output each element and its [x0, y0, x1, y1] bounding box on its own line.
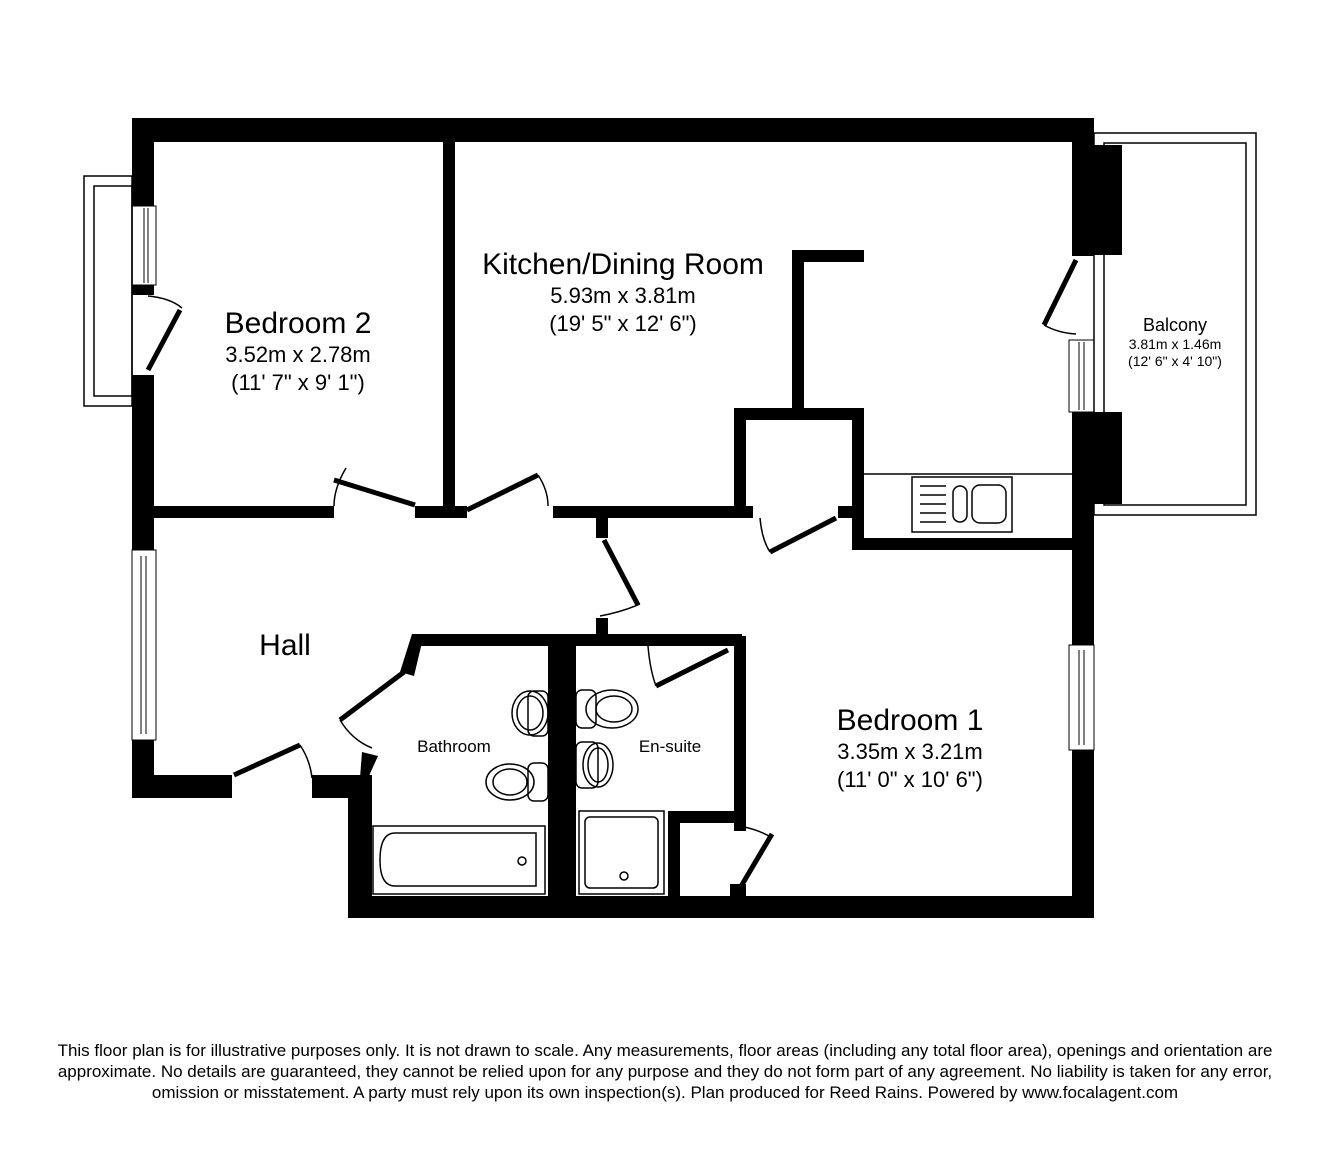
room-dimensions-imperial: (12' 6" x 4' 10")	[1128, 353, 1222, 369]
room-label-bathroom: Bathroom	[398, 736, 510, 758]
shower-tray-icon	[578, 810, 665, 895]
room-label-hall: Hall	[235, 629, 335, 663]
room-name: Bedroom 2	[224, 307, 372, 340]
room-label-bedroom2: Bedroom 2 3.52m x 2.78m (11' 7" x 9' 1")	[178, 307, 418, 397]
room-name: En-suite	[638, 737, 702, 756]
room-name: Bedroom 1	[836, 704, 984, 737]
room-name: Balcony	[1142, 315, 1208, 335]
room-dimensions-imperial: (19' 5" x 12' 6")	[549, 311, 697, 336]
window-kitchen	[1068, 339, 1095, 413]
room-dimensions-imperial: (11' 0" x 10' 6")	[837, 767, 983, 792]
ensuite-basin-icon	[575, 741, 614, 789]
kitchen-fixtures	[864, 473, 1072, 533]
basin-icon	[485, 762, 549, 802]
balcony-outline	[1093, 132, 1257, 516]
room-label-kitchen: Kitchen/Dining Room 5.93m x 3.81m (19' 5…	[448, 248, 798, 338]
ensuite-toilet-icon	[575, 689, 639, 729]
room-dimensions-metric: 3.35m x 3.21m	[837, 739, 983, 764]
room-dimensions-imperial: (11' 7" x 9' 1")	[231, 370, 365, 395]
room-name: Kitchen/Dining Room	[482, 248, 764, 281]
windows	[131, 205, 1095, 751]
room-dimensions-metric: 3.52m x 2.78m	[225, 342, 371, 367]
walls	[132, 118, 1122, 918]
room-name: Hall	[259, 629, 311, 662]
room-label-bedroom1: Bedroom 1 3.35m x 3.21m (11' 0" x 10' 6"…	[780, 704, 1040, 794]
bathroom-fixtures	[372, 689, 665, 895]
sink-icon	[911, 476, 1013, 533]
balcony-outlines	[83, 132, 1257, 516]
room-dimensions-metric: 3.81m x 1.46m	[1128, 336, 1222, 352]
floor-plan	[83, 118, 1257, 918]
room-dimensions-metric: 5.93m x 3.81m	[550, 283, 696, 308]
room-name: Bathroom	[417, 737, 491, 756]
room-label-ensuite: En-suite	[620, 736, 720, 758]
window-hall	[131, 549, 157, 741]
toilet-icon	[511, 690, 549, 737]
juliet-balcony-bedroom2	[83, 175, 133, 407]
disclaimer-text: This floor plan is for illustrative purp…	[57, 1041, 1273, 1102]
bath-icon	[372, 825, 546, 895]
room-label-balcony: Balcony 3.81m x 1.46m (12' 6" x 4' 10")	[1104, 314, 1246, 370]
window-bedroom1	[1068, 644, 1095, 751]
doors	[145, 258, 1079, 890]
